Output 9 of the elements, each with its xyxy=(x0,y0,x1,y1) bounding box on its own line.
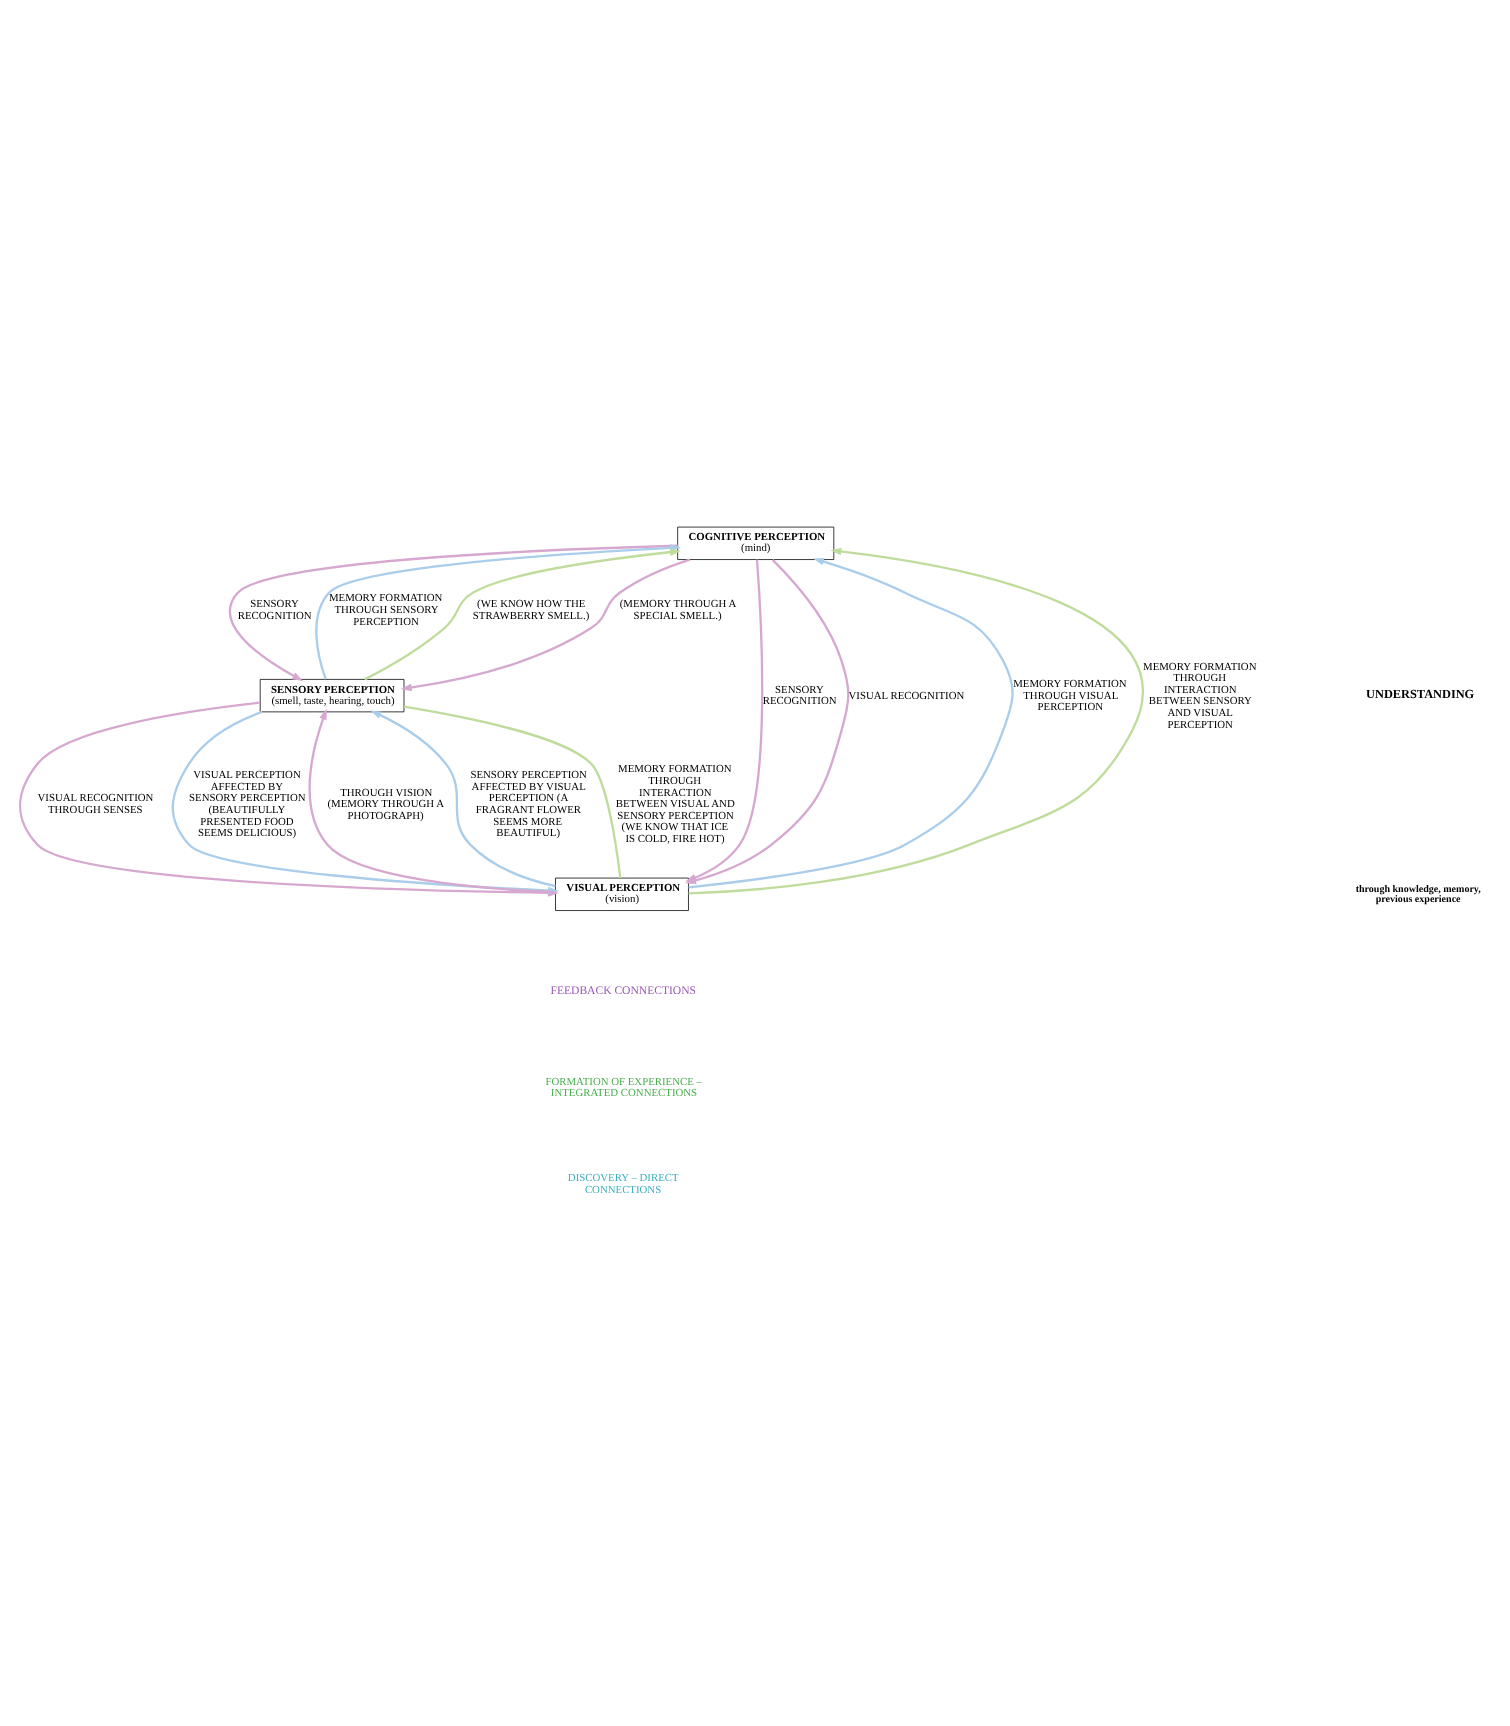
connector xyxy=(403,705,622,879)
arrow xyxy=(315,544,681,680)
arrow xyxy=(400,558,691,692)
arrow xyxy=(688,558,1014,889)
arrow xyxy=(364,548,681,681)
arrow xyxy=(229,544,678,682)
arrow xyxy=(688,547,1144,895)
arrow xyxy=(370,710,556,888)
arrow xyxy=(308,708,556,894)
